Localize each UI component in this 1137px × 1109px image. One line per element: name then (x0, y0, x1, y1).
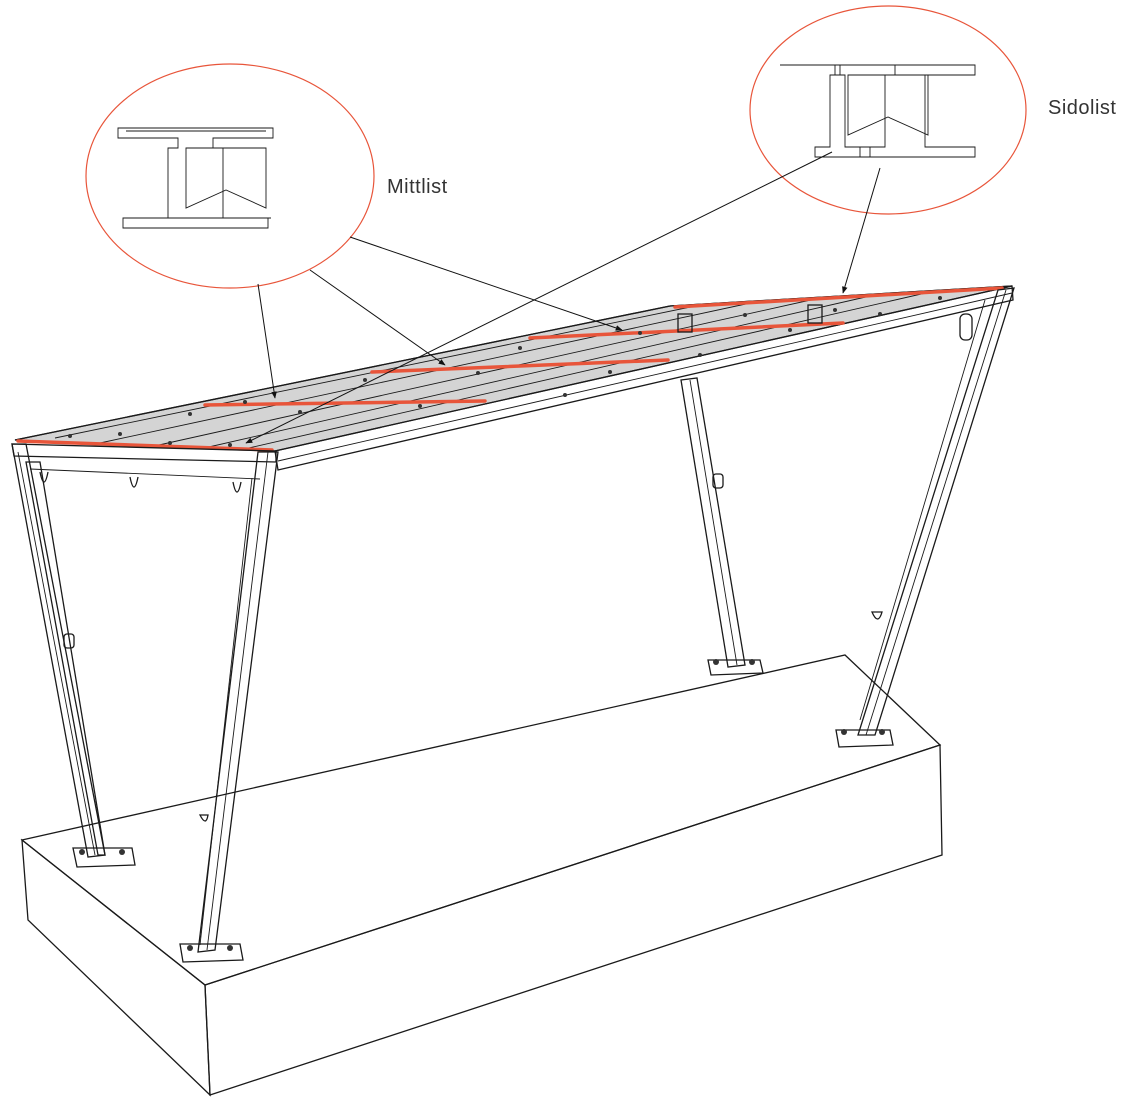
concrete-foundation (20, 654, 943, 1097)
side-strip-callout (245, 5, 1027, 444)
rear-brackets (677, 304, 973, 341)
rear-frame (680, 287, 1015, 748)
roof-fasteners (68, 296, 942, 447)
center-strip-label: Mittlist (387, 176, 448, 198)
side-strip-label: Sidolist (1048, 97, 1117, 119)
center-strip-1 (203, 399, 487, 407)
side-strip-profile (780, 64, 976, 158)
side-strip-rear (673, 286, 1004, 309)
center-strip-2 (370, 358, 670, 374)
center-strip-callout (85, 63, 623, 399)
center-strip-3 (528, 321, 845, 340)
side-strip-front (16, 439, 274, 452)
roof-panel (14, 285, 1014, 471)
callout-circle-side (749, 5, 1027, 215)
highlighted-strips (16, 286, 1004, 452)
front-frame (11, 443, 279, 963)
callout-circle-center (85, 63, 375, 289)
